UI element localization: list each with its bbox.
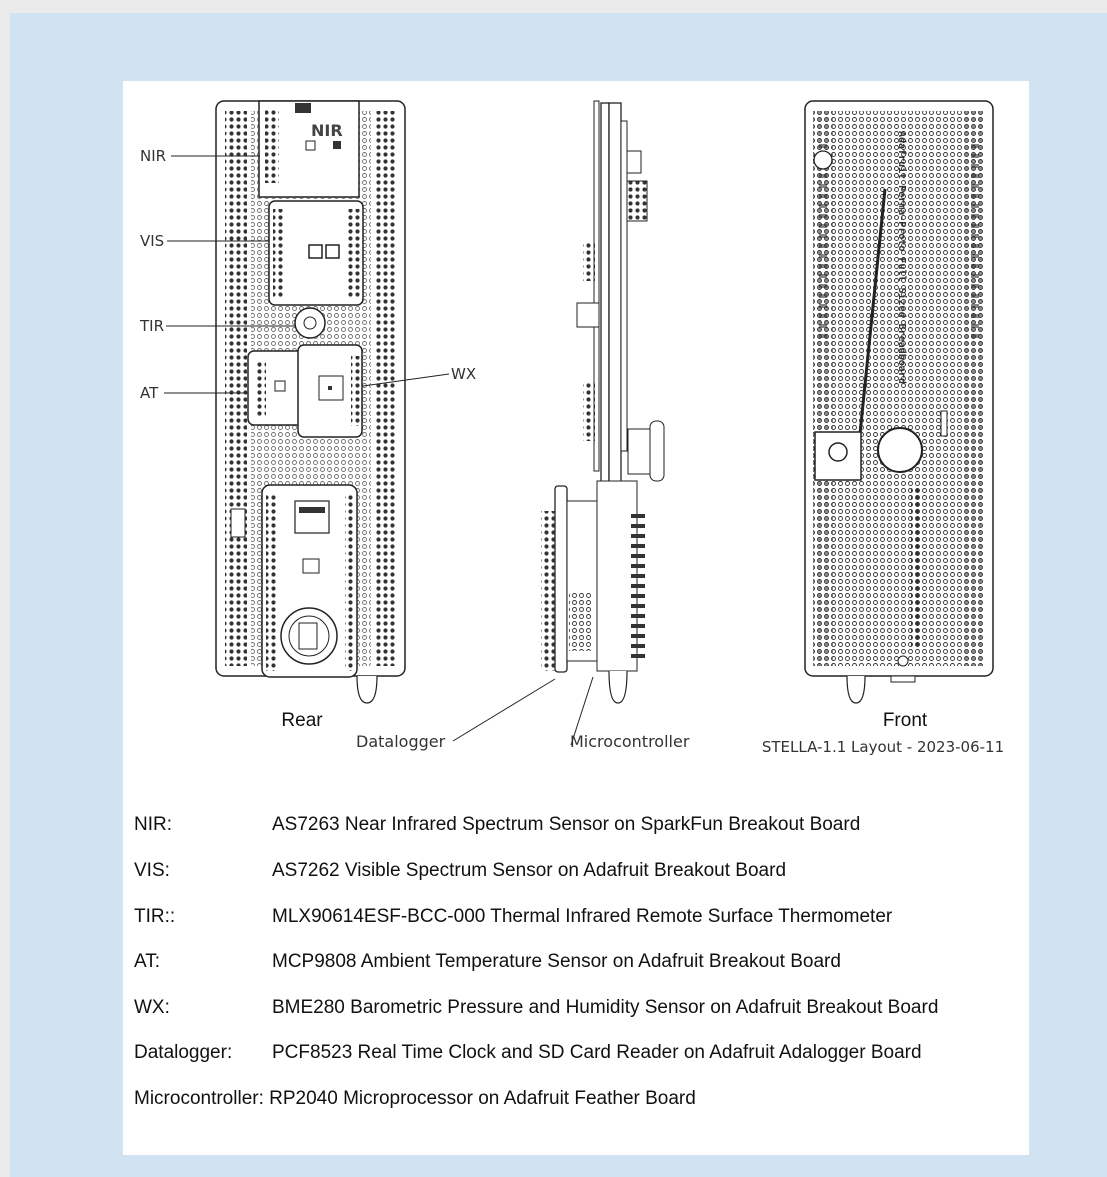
legend-key: Datalogger: [134,1042,233,1063]
rear-wx-board [297,344,363,438]
front-view-label: Front [883,710,928,731]
legend-key: Microcontroller: [134,1088,264,1109]
legend-desc: MCP9808 Ambient Temperature Sensor on Ad… [272,951,841,972]
tir-callout-label: TIR [139,317,164,335]
front-silkscreen-text: Adafruit Perma-Proto Full Sized Breadboa… [896,131,908,384]
legend-desc: RP2040 Microprocessor on Adafruit Feathe… [269,1088,696,1109]
rear-vis-board [268,200,364,306]
legend-row-microcontroller: Microcontroller: RP2040 Microprocessor o… [134,1088,696,1112]
layout-drawing: NIR [139,100,1004,756]
legend-desc: AS7263 Near Infrared Spectrum Sensor on … [272,814,861,835]
rear-callout-leaders [164,155,450,394]
at-callout-label: AT [140,384,159,402]
rear-at-board [247,350,311,426]
side-view: Datalogger Microcontroller [356,100,690,751]
legend-desc: AS7262 Visible Spectrum Sensor on Adafru… [272,860,787,881]
rear-tir-sensor [294,307,326,339]
rear-datalogger-board [261,484,358,678]
legend-key: NIR: [134,814,172,835]
legend-desc: PCF8523 Real Time Clock and SD Card Read… [272,1042,922,1063]
legend-desc: BME280 Barometric Pressure and Humidity … [272,997,939,1018]
legend-key: VIS: [134,860,170,881]
nir-chip-label: NIR [311,121,343,140]
datalogger-label: Datalogger [356,732,446,751]
legend-key: WX: [134,997,170,1018]
side-microcontroller [596,480,645,704]
rear-view-label: Rear [281,710,323,731]
legend-key: AT: [134,951,161,972]
page-frame: NIR [10,13,1107,1177]
front-view: Adafruit Perma-Proto Full Sized Breadboa… [762,100,1004,756]
rear-view: NIR [139,100,476,731]
layout-caption: STELLA-1.1 Layout - 2023-06-11 [762,738,1004,756]
wx-callout-label: WX [451,365,476,383]
legend-key: TIR:: [134,906,176,927]
microcontroller-label: Microcontroller [570,732,690,751]
side-datalogger [541,485,598,673]
side-callout-leaders [452,676,594,746]
rear-nir-board: NIR [258,100,360,198]
nir-callout-label: NIR [140,147,166,165]
legend-desc: MLX90614ESF-BCC-000 Thermal Infrared Rem… [272,906,893,927]
layout-figure-card: NIR [123,81,1029,1155]
vis-callout-label: VIS [140,232,164,250]
